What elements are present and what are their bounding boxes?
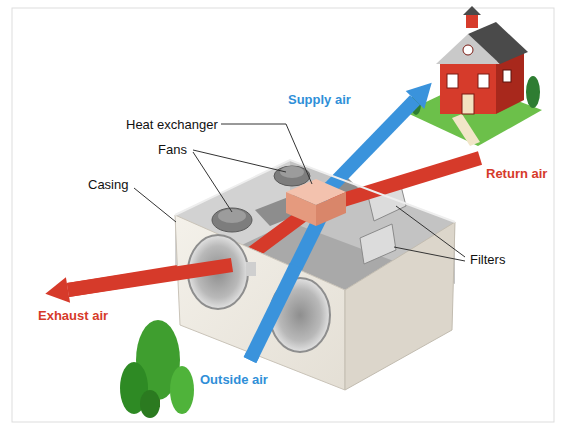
airflow-label: Outside air bbox=[200, 372, 268, 387]
leader-line bbox=[193, 150, 286, 172]
part-label: Heat exchanger bbox=[126, 117, 218, 132]
door bbox=[462, 94, 474, 114]
exchanger-side bbox=[286, 192, 316, 226]
arrow-head bbox=[45, 277, 70, 303]
latch bbox=[246, 262, 256, 276]
casing-faces bbox=[175, 160, 455, 390]
part-label: Casing bbox=[88, 177, 128, 192]
tree bbox=[140, 390, 160, 418]
heat-exchanger bbox=[286, 179, 346, 226]
path bbox=[452, 114, 480, 146]
outside-air-flow bbox=[250, 266, 296, 360]
supply-air-flow bbox=[320, 100, 415, 198]
part-label: Fans bbox=[158, 142, 187, 157]
bell-tower bbox=[466, 14, 478, 28]
trees bbox=[120, 320, 194, 418]
leader-line bbox=[134, 188, 176, 222]
exhaust-air-flow bbox=[68, 265, 232, 290]
leader-line bbox=[221, 124, 312, 184]
house-icon bbox=[405, 6, 542, 146]
casing-side bbox=[345, 222, 455, 390]
picture-frame bbox=[12, 8, 554, 422]
roof bbox=[468, 22, 528, 64]
airflow-label: Return air bbox=[486, 166, 547, 181]
filter bbox=[360, 224, 396, 264]
window bbox=[503, 70, 511, 82]
house-front bbox=[440, 62, 496, 114]
part-label: Filters bbox=[470, 252, 505, 267]
airflow-label: Supply air bbox=[288, 92, 351, 107]
casing-rim bbox=[175, 160, 455, 222]
fan-hub bbox=[280, 166, 304, 178]
tree bbox=[526, 76, 540, 108]
leader-line bbox=[394, 247, 465, 261]
round-window bbox=[463, 45, 473, 55]
window bbox=[447, 74, 458, 88]
airflow-label: Exhaust air bbox=[38, 308, 108, 323]
leader-lines bbox=[134, 124, 465, 261]
tree bbox=[170, 366, 194, 414]
exchanger-side bbox=[316, 192, 346, 226]
casing-front bbox=[175, 215, 345, 390]
leader-line bbox=[193, 152, 232, 212]
window bbox=[478, 74, 489, 88]
fan bbox=[274, 166, 310, 186]
arrow-head bbox=[406, 83, 432, 109]
tower-roof bbox=[463, 6, 481, 15]
